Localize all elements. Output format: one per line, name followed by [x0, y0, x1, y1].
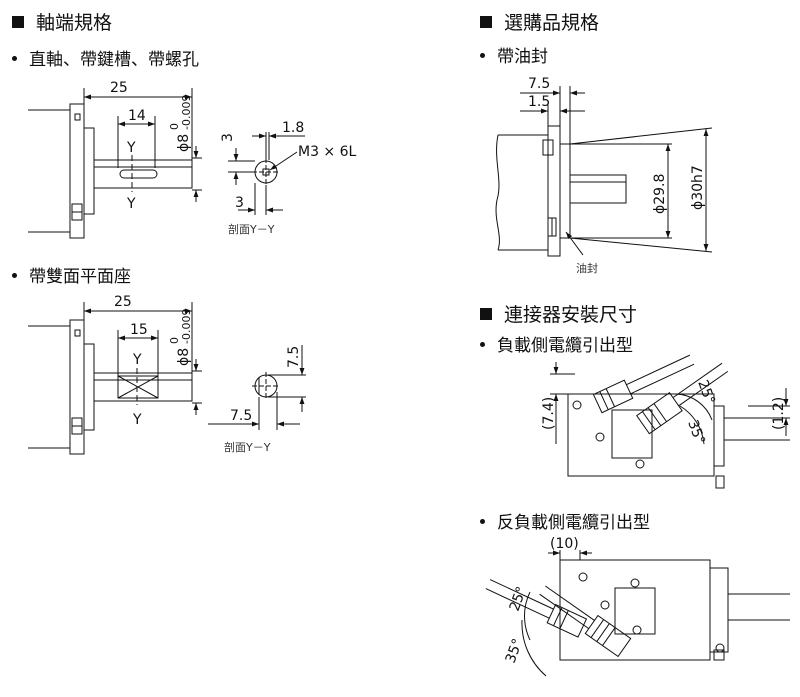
- section-y-top-a: Y: [126, 140, 136, 156]
- svg-text:-0.009: -0.009: [180, 95, 193, 130]
- svg-text:0: 0: [168, 123, 181, 130]
- dim-3-horizontal: 3: [235, 195, 244, 211]
- bullet-nonload-side: 反負載側電纜引出型: [480, 508, 650, 533]
- dim-15: 15: [130, 322, 148, 338]
- dim-phi30h7: ϕ30h7: [690, 165, 706, 210]
- section-y-bottom-b: Y: [132, 412, 142, 428]
- dot-bullet-icon: [480, 342, 485, 347]
- section-y-bottom-a: Y: [126, 196, 136, 212]
- dim-7-4: (7.4): [541, 397, 557, 430]
- svg-text:0: 0: [168, 337, 181, 344]
- dim-3-vertical: 3: [220, 133, 236, 142]
- dim-7-5-vertical: 7.5: [286, 346, 302, 368]
- section-label-b: 剖面Y－Y: [224, 440, 271, 454]
- square-bullet-icon: [12, 16, 24, 28]
- svg-text:ϕ8: ϕ8: [176, 348, 192, 366]
- section-y-top-b: Y: [132, 352, 142, 368]
- svg-text:ϕ8: ϕ8: [176, 134, 192, 152]
- dim-10: (10): [550, 536, 579, 552]
- svg-text:-0.009: -0.009: [180, 309, 193, 344]
- bullet-oil-seal: 帶油封: [480, 42, 548, 67]
- section-a-tapped-hole: [228, 132, 305, 215]
- section-b-flat: [208, 345, 306, 430]
- dim-phi29-8: ϕ29.8: [652, 174, 668, 214]
- section-label-a: 剖面Y－Y: [228, 222, 275, 236]
- left-heading: 軸端規格: [12, 8, 112, 35]
- angle-35-a: 35°: [684, 418, 708, 447]
- dot-bullet-icon: [12, 273, 17, 278]
- dim-1-2: (1.2): [771, 397, 787, 430]
- dim-oil-1-5: 1.5: [528, 94, 550, 110]
- dim-7-5-horizontal: 7.5: [230, 408, 252, 424]
- tapped-hole-spec: M3 × 6L: [298, 144, 357, 160]
- angle-35-b: 35°: [503, 637, 527, 666]
- dim-1-8: 1.8: [282, 120, 304, 136]
- dot-bullet-icon: [12, 56, 17, 61]
- dim-phi8-b: ϕ8 0 -0.009: [168, 309, 193, 366]
- square-bullet-icon: [480, 308, 492, 320]
- angle-25-b: 25°: [507, 585, 531, 614]
- flat-seat-drawing: [28, 302, 202, 455]
- dim-phi8-a: ϕ8 0 -0.009: [168, 95, 193, 152]
- dim-25-a: 25: [110, 80, 128, 96]
- load-side-connector-drawing: [550, 354, 790, 489]
- dot-bullet-icon: [480, 519, 485, 524]
- straight-shaft-drawing: [28, 88, 202, 239]
- right-heading: 選購品規格: [480, 8, 599, 35]
- oil-seal-label: 油封: [576, 261, 598, 275]
- oil-seal-drawing: [495, 86, 713, 257]
- dim-14: 14: [128, 108, 146, 124]
- bullet-straight-shaft: 直軸、帶鍵槽、帶螺孔: [12, 45, 199, 70]
- bullet-flat-seat: 帶雙面平面座: [12, 262, 131, 287]
- square-bullet-icon: [480, 16, 492, 28]
- bullet-load-side: 負載側電纜引出型: [480, 331, 633, 356]
- dim-oil-7-5: 7.5: [528, 76, 550, 92]
- dim-25-b: 25: [114, 294, 132, 310]
- dot-bullet-icon: [480, 53, 485, 58]
- connector-heading: 連接器安裝尺寸: [480, 300, 637, 327]
- nonload-side-connector-drawing: [485, 550, 790, 677]
- angle-25-a: 25°: [694, 378, 718, 407]
